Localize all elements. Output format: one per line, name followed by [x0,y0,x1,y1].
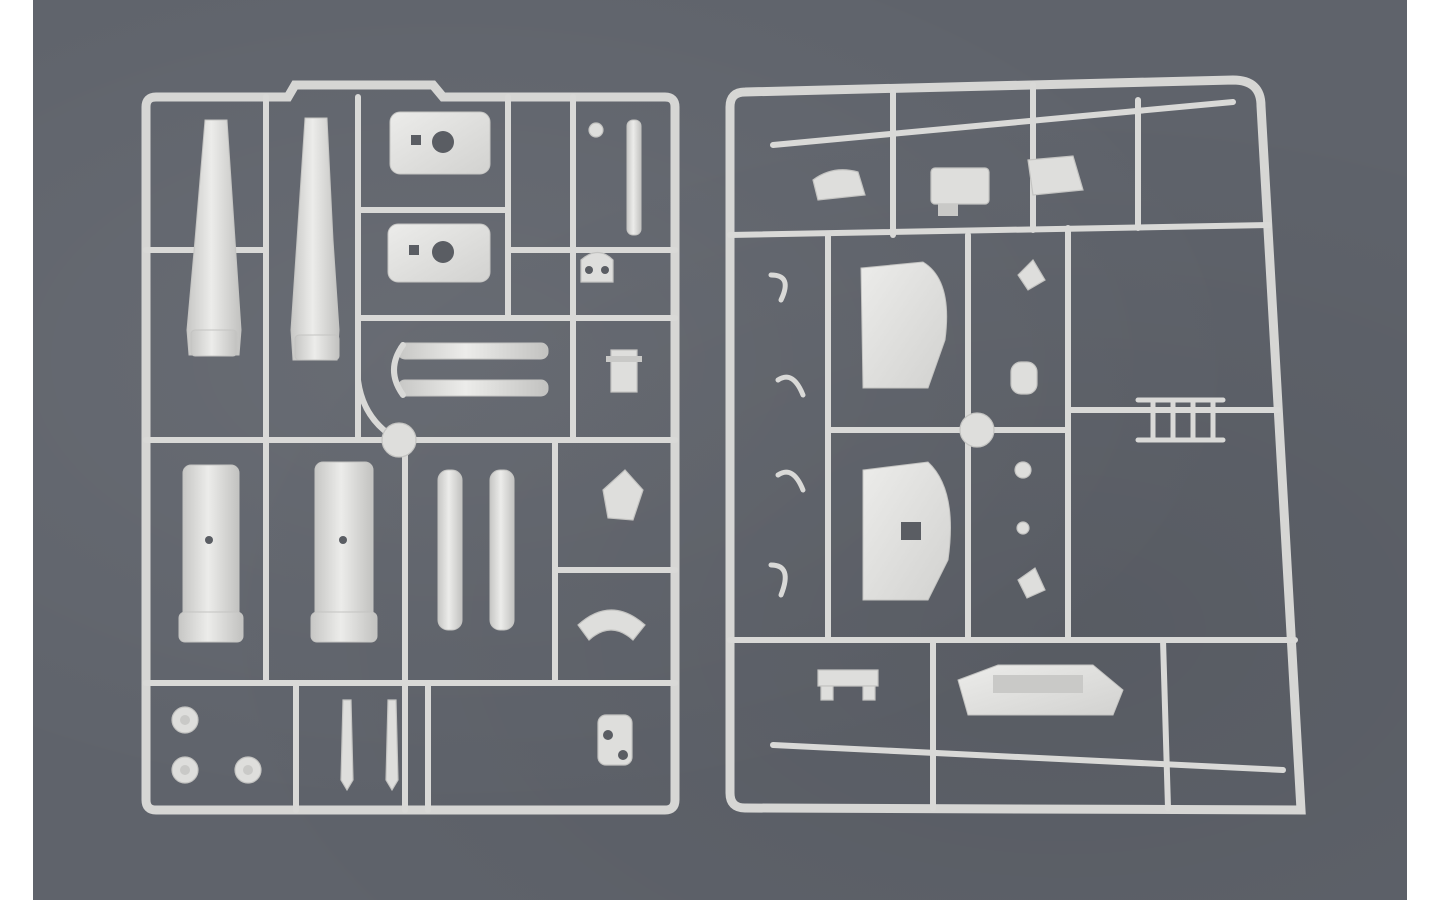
right-sprue [725,75,1306,815]
clamp-icon [597,714,633,766]
seat-icon [812,169,866,201]
rod-icon [437,469,463,631]
shield-piece-icon [602,469,644,521]
photo [33,0,1407,900]
left-sprue-runners [143,94,678,813]
box-icon [930,167,990,216]
knob-icon [1010,361,1038,395]
hook-icon [768,272,788,303]
shield-plate-with-window-icon [862,461,951,601]
gun-mount-icon [387,223,491,283]
axle-icon [957,664,1124,716]
hook-icon [775,374,806,398]
washer-icon [1014,461,1032,479]
right-sprue-frame [725,75,1306,815]
gun-mount-icon [389,111,491,175]
clamp-icon [817,669,879,701]
wheel-icon [171,706,199,734]
shield-plate-icon [860,261,948,389]
sprue-photo [141,75,1306,815]
left-sprue-frame [141,80,680,815]
rod-icon [489,469,515,631]
gear-arc-icon [577,609,646,641]
trail-frame-icon [1135,397,1226,443]
hook-icon [768,562,788,598]
bayonet-icon [385,699,399,792]
hook-icon [775,469,806,493]
fitting-icon [1017,259,1046,291]
wheel-icon [171,756,199,784]
cradle-icon [178,464,244,643]
barrel-icon [186,119,242,357]
bracket-icon [1027,155,1084,196]
washer-icon [1016,521,1030,535]
wheel-icon [234,756,262,784]
cradle-icon [310,461,378,643]
clip-icon [580,122,614,283]
barrel-icon [290,117,340,361]
sight-bracket-icon [606,349,642,393]
sprue-hub [381,422,417,458]
sprue-hub [959,412,995,448]
recoil-cylinder-icon [391,342,549,398]
bayonet-icon [340,699,354,792]
fitting-icon [1017,567,1046,599]
rod-icon [626,119,642,236]
left-sprue [141,80,680,815]
